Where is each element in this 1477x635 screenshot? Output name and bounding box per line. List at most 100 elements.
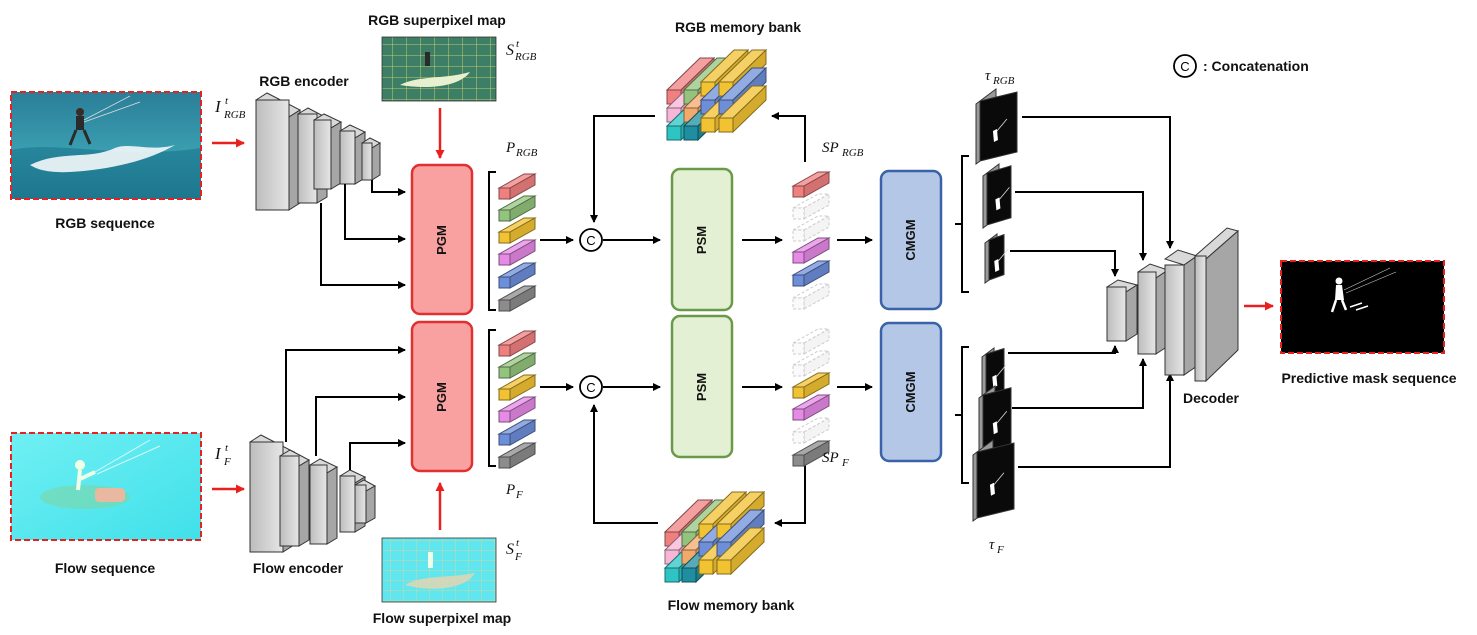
svg-text:C: C [1180, 59, 1189, 74]
decoder-label: Decoder [1183, 390, 1240, 406]
svg-text:RGB: RGB [223, 109, 246, 121]
prototype-bar [497, 396, 537, 423]
legend: C : Concatenation [1173, 54, 1309, 78]
pgm-rgb-module: PGM [410, 163, 474, 316]
prototype-bar [791, 171, 831, 198]
prototype-bar [791, 260, 831, 287]
prototype-ghost [791, 328, 831, 355]
prototype-bar [497, 419, 537, 446]
rgb-encoder-label: RGB encoder [259, 73, 349, 89]
svg-text:PSM: PSM [694, 373, 709, 401]
flow-memory-bank [663, 490, 766, 584]
tau-rgb-label: τ RGB [985, 68, 1015, 87]
svg-text:S: S [506, 42, 514, 59]
rgb-prototype-bracket [488, 171, 496, 311]
svg-text:RGB: RGB [841, 147, 864, 159]
svg-text:F: F [996, 544, 1004, 556]
prototype-bar [497, 442, 537, 469]
cmgm-rgb-module: CMGM [879, 169, 943, 311]
svg-text:P: P [505, 140, 515, 156]
psm-rgb-module: PSM [670, 167, 734, 312]
prototype-bar [715, 526, 766, 576]
svg-text:t: t [225, 95, 229, 107]
p-rgb-label: P RGB [505, 140, 538, 159]
prototype-bar [791, 440, 831, 467]
rgb-superpixel-image [381, 36, 497, 102]
predictive-mask-label: Predictive mask sequence [1281, 370, 1456, 386]
sp-f-label: SP F [822, 450, 849, 469]
prototype-ghost [791, 350, 831, 377]
svg-text:C: C [586, 380, 595, 395]
svg-text:t: t [516, 537, 520, 549]
legend-concatenation-icon [1173, 54, 1197, 78]
svg-text:C: C [586, 233, 595, 248]
prototype-bar [497, 217, 537, 244]
prototype-bar [497, 285, 537, 312]
flow-memory-loop [590, 404, 806, 527]
rgb-prototype-stack [497, 173, 537, 312]
tau-mask-maps [972, 88, 1018, 522]
svg-text:RGB: RGB [514, 51, 537, 63]
tau-mask-map [978, 385, 1012, 455]
rgb-input-image [10, 91, 202, 200]
svg-text:F: F [223, 456, 231, 468]
tau-to-decoder-lines [1008, 116, 1174, 468]
tau-mask-map [984, 233, 1009, 284]
prototype-bar [497, 330, 537, 357]
cmgm-flow-module: CMGM [879, 321, 943, 463]
rgb-memory-bank-label: RGB memory bank [675, 19, 801, 35]
tau-f-label: τ F [989, 537, 1004, 556]
svg-text:SP: SP [822, 450, 839, 466]
prototype-ghost [791, 215, 831, 242]
tau-mask-map [982, 163, 1012, 229]
prototype-ghost [791, 283, 831, 310]
prototype-bar [497, 195, 537, 222]
prototype-bar [497, 262, 537, 289]
decoder-blocks [1105, 227, 1240, 383]
prototype-bar [791, 237, 831, 264]
rgb-concatenation-icon: C [579, 228, 603, 252]
flow-superpixel-image [381, 537, 497, 603]
svg-text:t: t [225, 442, 229, 454]
flow-encoder-arrows [285, 346, 406, 470]
svg-text:S: S [506, 541, 514, 558]
svg-text:I: I [214, 444, 222, 463]
flow-prototype-stack [497, 330, 537, 469]
legend-text: : Concatenation [1203, 58, 1309, 74]
rgb-memory-bank [665, 48, 768, 142]
prototype-bar [497, 173, 537, 200]
s-rgb-label: S t RGB [506, 38, 537, 63]
flow-concatenation-icon: C [579, 375, 603, 399]
svg-text:F: F [514, 551, 522, 563]
prototype-bar [497, 352, 537, 379]
svg-text:τ: τ [985, 68, 991, 84]
svg-text:PSM: PSM [694, 226, 709, 254]
rgb-memory-loop [590, 112, 806, 223]
svg-text:PGM: PGM [434, 382, 449, 412]
sp-rgb-stack [791, 171, 831, 310]
flow-input-image [10, 432, 202, 541]
svg-text:τ: τ [989, 537, 995, 553]
svg-text:RGB: RGB [992, 75, 1015, 87]
prototype-bar [791, 394, 831, 421]
i-f-label: I t F [214, 442, 231, 468]
svg-text:t: t [516, 38, 520, 50]
svg-text:PGM: PGM [434, 225, 449, 255]
tau-mask-map [975, 88, 1018, 165]
prototype-bar [497, 239, 537, 266]
svg-text:F: F [515, 489, 523, 501]
svg-text:RGB: RGB [515, 147, 538, 159]
flow-memory-bank-label: Flow memory bank [668, 597, 795, 613]
rgb-encoder-blocks [254, 92, 382, 211]
rgb-sequence-label: RGB sequence [55, 215, 155, 231]
p-f-label: P F [505, 482, 523, 501]
pgm-flow-module: PGM [410, 320, 474, 473]
s-f-label: S t F [506, 537, 522, 563]
flow-encoder-label: Flow encoder [253, 560, 344, 576]
prototype-bar [717, 84, 768, 134]
rgb-superpixel-label: RGB superpixel map [368, 12, 506, 28]
sp-rgb-label: SP RGB [822, 140, 864, 159]
svg-text:CMGM: CMGM [903, 219, 918, 260]
prototype-ghost [791, 417, 831, 444]
output-mask-image [1280, 260, 1445, 354]
